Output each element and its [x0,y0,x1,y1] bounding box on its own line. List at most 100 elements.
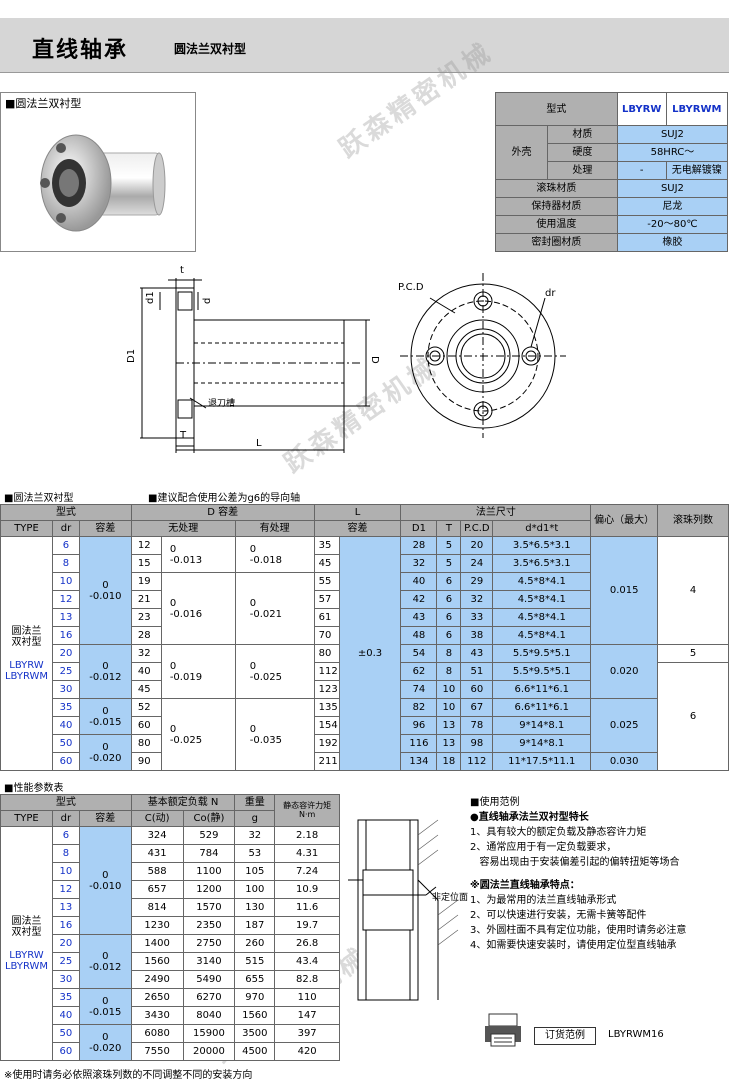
cell: 容差 [313,520,402,537]
dim-L: L [256,438,262,449]
cell: 13 [436,734,462,753]
cell: 材质 [547,125,618,144]
cell: TYPE [0,520,53,537]
point-item: 2、可以快速进行安装，无需卡簧等配件 [470,910,647,921]
cell: 82.8 [274,970,340,989]
cell: 529 [182,826,236,845]
feature-item: 容易出现由于安装偏差引起的偏转扭矩等场合 [470,857,680,868]
cell: 82 [400,698,438,717]
cell: 16 [51,916,80,935]
feature-item: 1、具有较大的额定负载及静态容许力矩 [470,827,647,838]
cell: 32 [130,644,162,663]
cell: 51 [460,662,494,681]
cell: 20 [460,536,494,555]
dim-pcd: P.C.D [398,282,424,293]
cell: TYPE [0,810,53,827]
cell: 35 [51,988,80,1007]
cell: 25 [51,662,80,681]
cell: 8 [436,662,462,681]
cell: 9*14*8.1 [492,734,592,753]
cell: 4 [657,536,729,645]
cell: 6080 [130,1024,184,1043]
cell: 123 [313,680,340,699]
cell: ±0.3 [338,536,402,771]
cell: 35 [51,698,80,717]
cell: 6 [657,662,729,771]
cell: 3500 [234,1024,276,1043]
cell: 134 [400,752,438,771]
cell: 5.5*9.5*5.1 [492,662,592,681]
cell: 15 [130,554,162,573]
cell: 6 [436,590,462,609]
cell: 0 -0.010 [78,536,132,645]
cell: 33 [460,608,494,627]
feature-item: 2、通常应用于有一定负载要求， [470,842,617,853]
cell: 5490 [182,970,236,989]
page-subtitle: 圆法兰双衬型 [174,42,247,56]
dim-dr: dr [545,288,556,299]
usage-title: ■使用范例 [470,797,520,808]
cell: 60 [51,1042,80,1061]
cell: 192 [313,734,340,753]
cell: 13 [51,898,80,917]
type-codes: LBYRW LBYRWM [4,659,49,682]
cell: 32 [460,590,494,609]
cell: 260 [234,934,276,953]
cell: 0 -0.015 [78,988,132,1025]
cell: 420 [274,1042,340,1061]
cell: 0 -0.016 [160,572,236,645]
cell: 211 [313,752,340,771]
cell: dr [51,810,80,827]
cell: 6 [436,608,462,627]
cell: 130 [234,898,276,917]
cell: 26.8 [274,934,340,953]
cell: 3.5*6.5*3.1 [492,536,592,555]
cell: 74 [400,680,438,699]
cell: 偏心（最大） [590,504,659,537]
cell: 10 [51,862,80,881]
cell: 外壳 [495,125,548,180]
type-name: 圆法兰双衬型 [11,915,42,938]
header-bar: 直线轴承 圆法兰双衬型 [0,18,729,73]
cell: 970 [234,988,276,1007]
usage-notes: ■使用范例 ●直线轴承法兰双衬型特长 1、具有较大的额定负载及静态容许力矩 2、… [470,795,729,953]
cell: 50 [51,734,80,753]
cell: 12 [130,536,162,555]
cell: 滚珠列数 [657,504,729,537]
cell: 0 -0.018 [234,536,315,573]
cell: 60 [51,752,80,771]
cell: 10 [51,572,80,591]
dim-d1: d1 [145,291,156,304]
cell: 55 [313,572,340,591]
order-example-code: LBYRWM16 [608,1029,664,1040]
cell: 硬度 [547,143,618,162]
cell: L [313,504,402,521]
cell: 28 [400,536,438,555]
cell: 3140 [182,952,236,971]
cell: 6270 [182,988,236,1007]
cell: 0 -0.013 [160,536,236,573]
cell: 4500 [234,1042,276,1061]
cell: 6 [436,572,462,591]
cell: 4.5*8*4.1 [492,590,592,609]
cell: 30 [51,680,80,699]
cell: 61 [313,608,340,627]
cell: 54 [400,644,438,663]
cell: 橡胶 [616,233,729,252]
cell: 19.7 [274,916,340,935]
cell: 588 [130,862,184,881]
cell: 3.5*6.5*3.1 [492,554,592,573]
cell: 32 [400,554,438,573]
cell: 116 [400,734,438,753]
cell: 法兰尺寸 [400,504,592,521]
cell: T [436,520,462,537]
cell: 12 [51,880,80,899]
